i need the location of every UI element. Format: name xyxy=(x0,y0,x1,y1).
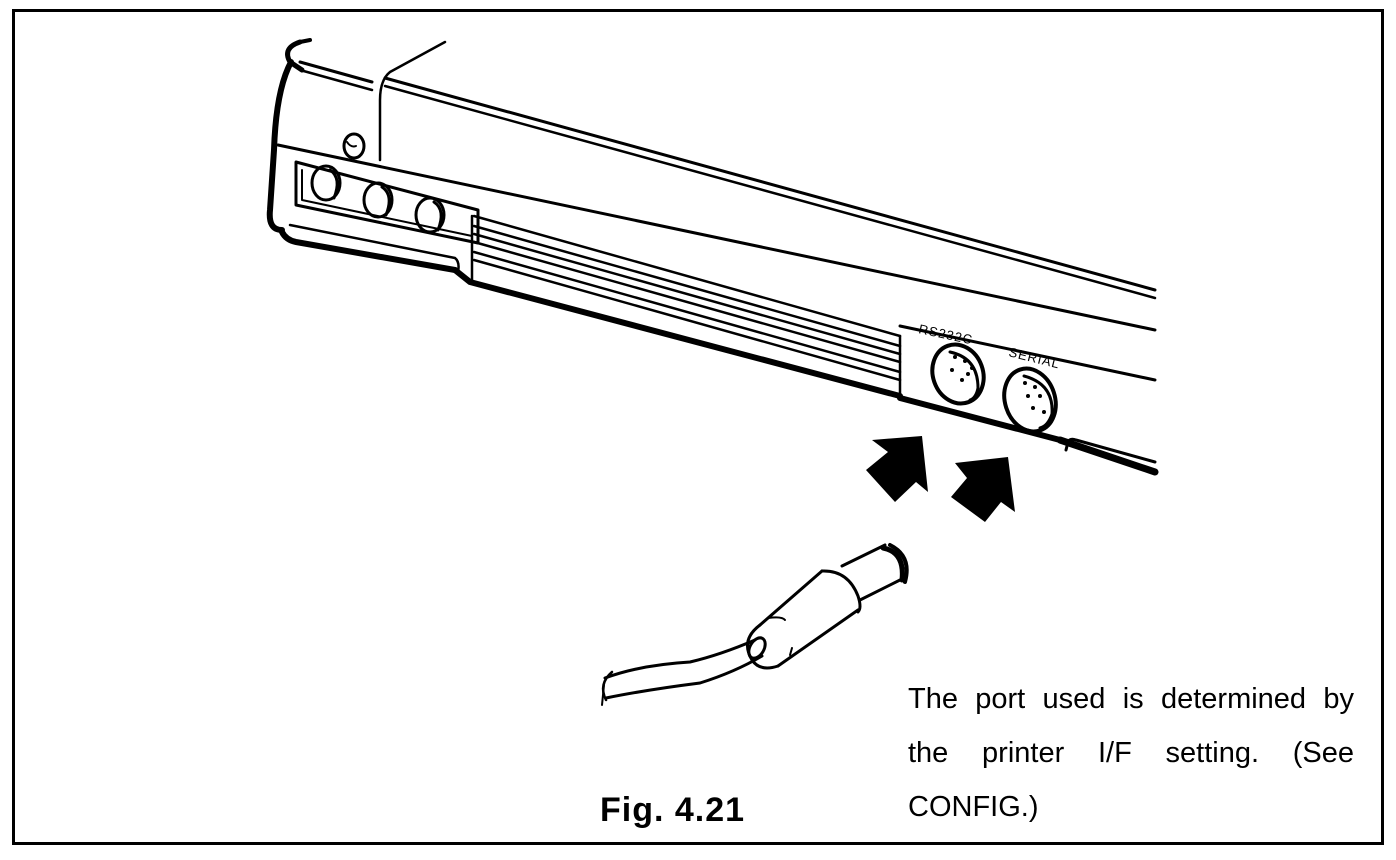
case-foot xyxy=(1064,437,1157,464)
rs232c-label: RS232C xyxy=(917,321,974,347)
figure-label: Fig. 4.21 xyxy=(600,791,746,829)
arrow-icon xyxy=(951,457,1015,522)
arrow-icon xyxy=(866,436,928,502)
serial-label: SERIAL xyxy=(1007,344,1061,371)
vent-grille xyxy=(470,214,902,400)
figure-caption: The port used is determined by the print… xyxy=(908,683,1354,823)
round-connector-icon xyxy=(362,181,394,219)
round-connector-icon xyxy=(310,164,342,202)
screw-icon xyxy=(342,132,366,160)
computer-case xyxy=(266,38,1159,476)
round-connector-icon xyxy=(414,196,446,234)
figure-frame xyxy=(12,9,1384,845)
cable-plug xyxy=(601,543,909,706)
rs232c-port: RS232C xyxy=(917,321,986,406)
